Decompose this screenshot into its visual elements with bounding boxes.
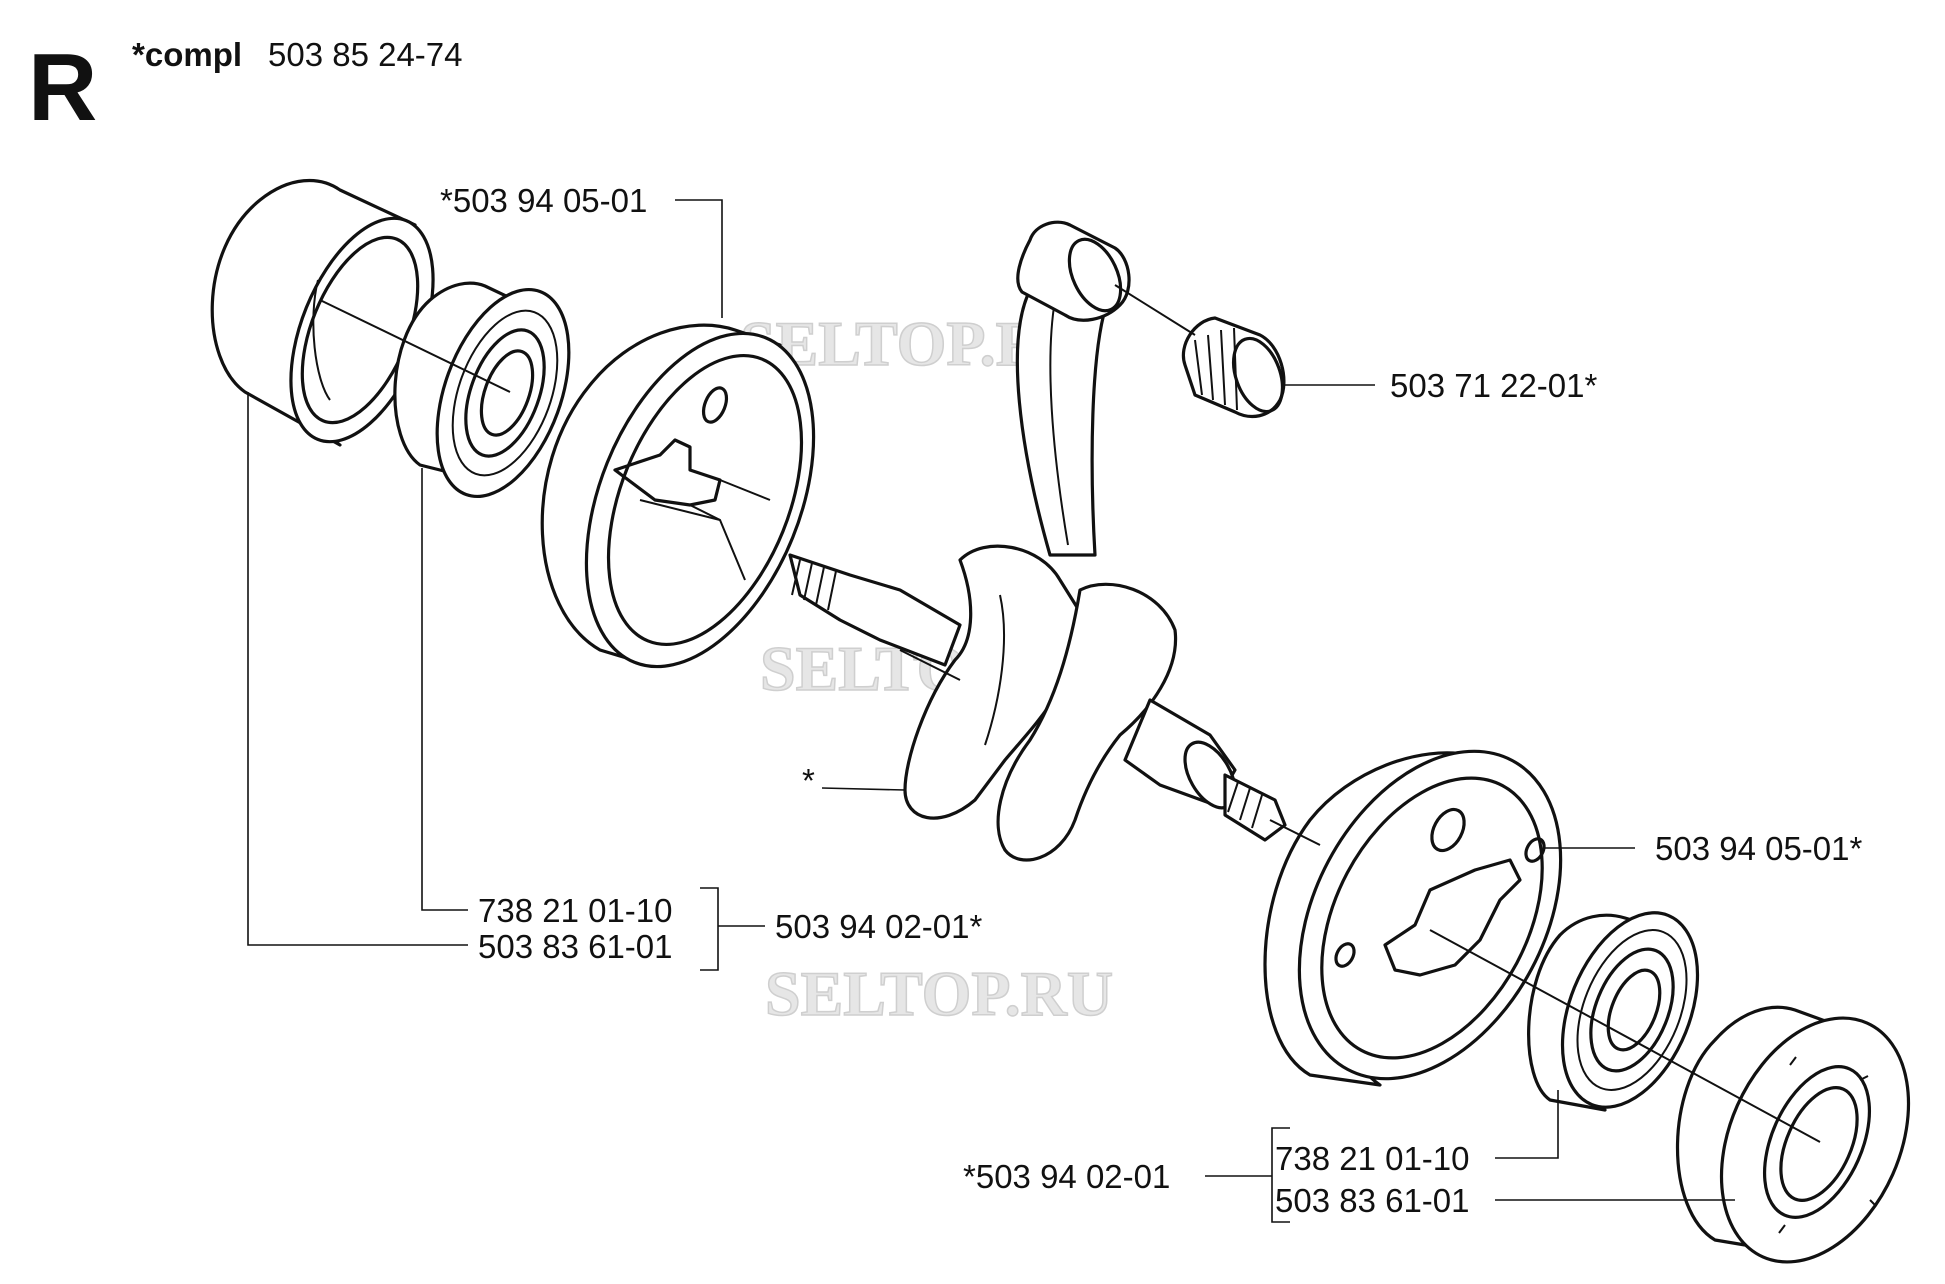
watermark: SELTOP.RU [765,958,1113,1029]
label-right-bearing: 738 21 01-10 [1275,1140,1470,1177]
right-crankcase-half [1263,749,1563,1087]
label-right-seal: 503 83 61-01 [1275,1182,1470,1219]
label-right-kit: *503 94 02-01 [963,1158,1170,1195]
compl-number: 503 85 24-74 [268,36,463,73]
label-left-bearing: 738 21 01-10 [478,892,673,929]
label-left-kit: 503 94 02-01* [775,908,983,945]
left-ball-bearing [393,281,571,499]
leader-lines [247,199,1735,1223]
label-left-seal: 503 83 61-01 [478,928,673,965]
needle-bearing [1181,316,1286,419]
compl-label: *compl [132,36,242,73]
crankshaft [788,220,1287,862]
label-flywheel-half-right: 503 94 05-01* [1655,830,1863,867]
label-needle-bearing: 503 71 22-01* [1390,367,1598,404]
label-flywheel-half-top: *503 94 05-01 [440,182,647,219]
right-ball-bearing [1527,911,1700,1112]
section-letter: R [28,34,97,141]
axis-lines [319,284,1821,1143]
label-crankshaft: * [802,762,815,799]
left-crankcase-half [540,323,816,669]
